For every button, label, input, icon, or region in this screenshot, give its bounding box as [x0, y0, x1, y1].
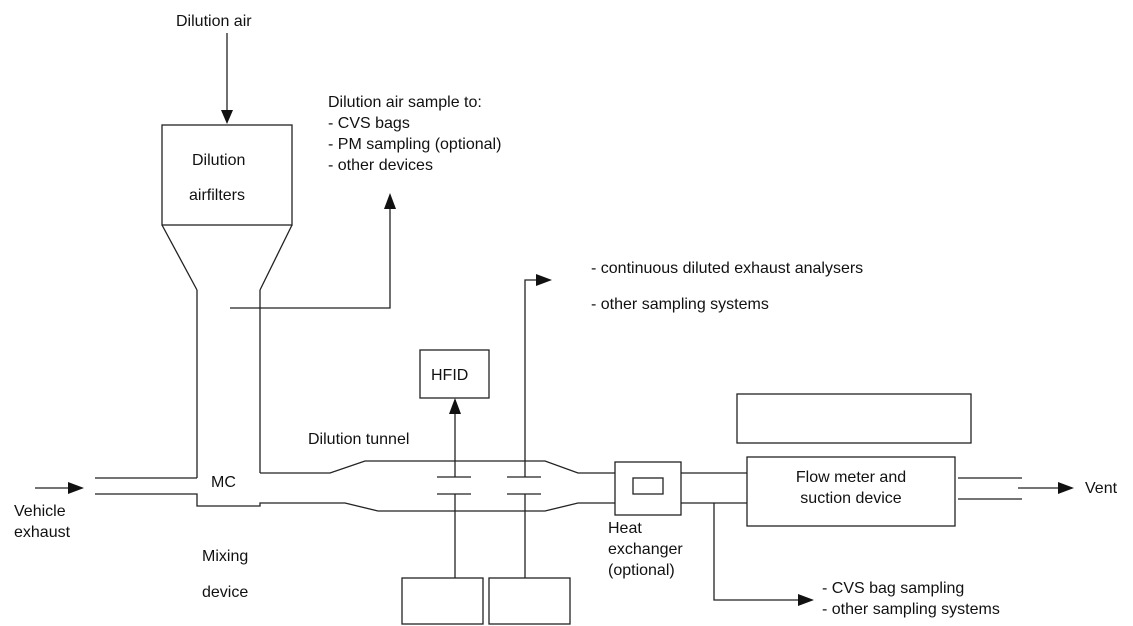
continuous-analysers-label: - continuous diluted exhaust analysers: [591, 260, 864, 277]
heat-exchanger-line-1: Heat: [608, 520, 642, 537]
heat-exchanger-element: [632, 477, 664, 495]
flow-meter-line-2: suction device: [800, 490, 902, 507]
heat-exchanger-line-3: (optional): [608, 562, 675, 579]
hfid-arrowhead: [449, 398, 461, 414]
bag-sampling-label: - CVS bag sampling - other sampling syst…: [822, 578, 1000, 620]
filter-hopper-right: [259, 224, 293, 291]
hfid-label: HFID: [431, 367, 469, 384]
dilution-filter-label-1: Dilution: [192, 152, 246, 169]
continuous-analyser-arrowhead: [536, 274, 552, 286]
bag-sampling-line-2: - other sampling systems: [822, 601, 1000, 618]
mc-label: MC: [211, 474, 236, 491]
dilution-tunnel-label: Dilution tunnel: [308, 431, 410, 448]
heat-exchanger-label: Heat exchanger (optional): [608, 518, 683, 581]
empty-label-box: [736, 393, 972, 444]
bag-sampling-line: [713, 503, 800, 601]
dilution-air-arrowhead: [221, 110, 233, 124]
dilution-air-sample-line: [230, 208, 391, 309]
mixing-device-label-1: Mixing: [202, 548, 249, 565]
vehicle-exhaust-line-2: exhaust: [14, 524, 71, 541]
tunnel-upper-wall: [260, 460, 615, 474]
dilution-air-sample-label: Dilution air sample to: - CVS bags - PM …: [328, 92, 501, 176]
mixing-device-label-2: device: [202, 584, 249, 601]
dilution-filter-label-2: airfilters: [189, 187, 246, 204]
dilution-air-label: Dilution air: [176, 13, 252, 30]
vent-arrowhead: [1058, 482, 1074, 494]
vehicle-exhaust-line-1: Vehicle: [14, 503, 66, 520]
dilution-air-sample-line-2: - CVS bags: [328, 115, 410, 132]
heat-exchanger-line-2: exchanger: [608, 541, 683, 558]
continuous-analyser-line: [524, 279, 538, 477]
vehicle-exhaust-arrowhead: [68, 482, 84, 494]
bottom-box-left: [401, 577, 484, 625]
bottom-box-right: [488, 577, 571, 625]
dilution-airfilters-box: [161, 124, 293, 226]
tunnel-lower-wall: [95, 493, 615, 512]
flow-meter-box: [746, 456, 956, 527]
filter-hopper-left: [161, 224, 198, 291]
bag-sampling-line-1: - CVS bag sampling: [822, 580, 965, 597]
dilution-air-sample-line-1: Dilution air sample to:: [328, 94, 482, 111]
dilution-air-sample-line-4: - other devices: [328, 157, 433, 174]
dilution-air-sample-arrowhead: [384, 193, 396, 209]
bag-sampling-arrowhead: [798, 594, 814, 606]
other-sampling-top-label: - other sampling systems: [591, 296, 769, 313]
vent-label: Vent: [1085, 480, 1118, 497]
dilution-air-sample-line-3: - PM sampling (optional): [328, 136, 502, 153]
vehicle-exhaust-label: Vehicle exhaust: [14, 501, 70, 543]
flow-meter-line-1: Flow meter and: [795, 469, 907, 486]
flow-meter-label: Flow meter and suction device: [747, 467, 955, 509]
hfid-box: [419, 349, 490, 399]
